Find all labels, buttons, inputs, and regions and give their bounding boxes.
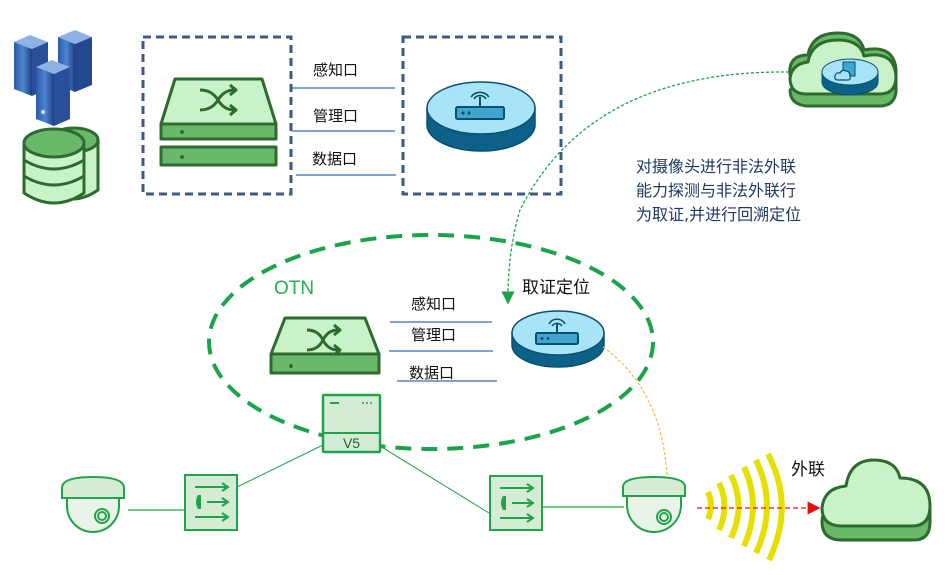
top-port-label-data: 数据口 bbox=[312, 150, 358, 168]
annotation-line: 为取证,并进行回溯定位 bbox=[636, 205, 802, 224]
otn-port-label-data: 数据口 bbox=[409, 364, 455, 382]
top-port-label-management: 管理口 bbox=[313, 107, 359, 125]
server-icon bbox=[36, 60, 70, 126]
voice-gateway-icon[interactable] bbox=[489, 475, 543, 531]
otn-port-label-management: 管理口 bbox=[411, 326, 457, 344]
camera-icon[interactable] bbox=[61, 475, 125, 533]
otn-port-label-sensing: 感知口 bbox=[411, 295, 457, 313]
top-port-label-sensing: 感知口 bbox=[313, 61, 359, 79]
voice-gateway-icon[interactable] bbox=[184, 474, 238, 531]
cloud-database-icon bbox=[821, 58, 879, 96]
forensics-camera-link bbox=[602, 346, 668, 477]
router-group-box bbox=[401, 35, 563, 196]
forensics-link-arrow bbox=[501, 71, 790, 305]
external-connection-label: 外联 bbox=[791, 460, 825, 480]
annotation-line: 能力探测与非法外联行 bbox=[636, 181, 797, 200]
link-line bbox=[236, 444, 324, 488]
camera-icon[interactable] bbox=[622, 475, 686, 533]
server-icon bbox=[58, 30, 92, 92]
switch-icon[interactable] bbox=[159, 77, 278, 167]
forensics-router-icon[interactable] bbox=[511, 310, 605, 368]
external-cloud-icon[interactable] bbox=[820, 458, 932, 542]
probe-device-group-box bbox=[141, 35, 293, 196]
server-cluster-icon bbox=[14, 30, 92, 126]
otn-label: OTN bbox=[274, 278, 315, 299]
v5-device-icon[interactable]: V5 bbox=[321, 393, 382, 454]
otn-ring bbox=[207, 233, 655, 451]
wireless-signal-icon bbox=[705, 452, 785, 562]
v5-label: V5 bbox=[343, 435, 360, 451]
annotation-line: 对摄像头进行非法外联 bbox=[636, 157, 797, 176]
link-line bbox=[379, 445, 490, 514]
otn-switch-icon[interactable] bbox=[269, 316, 381, 375]
forensics-label: 取证定位 bbox=[522, 278, 590, 298]
router-icon[interactable] bbox=[426, 81, 536, 152]
database-icon bbox=[22, 126, 100, 205]
annotation-text: 对摄像头进行非法外联 能力探测与非法外联行 为取证,并进行回溯定位 bbox=[636, 155, 801, 227]
